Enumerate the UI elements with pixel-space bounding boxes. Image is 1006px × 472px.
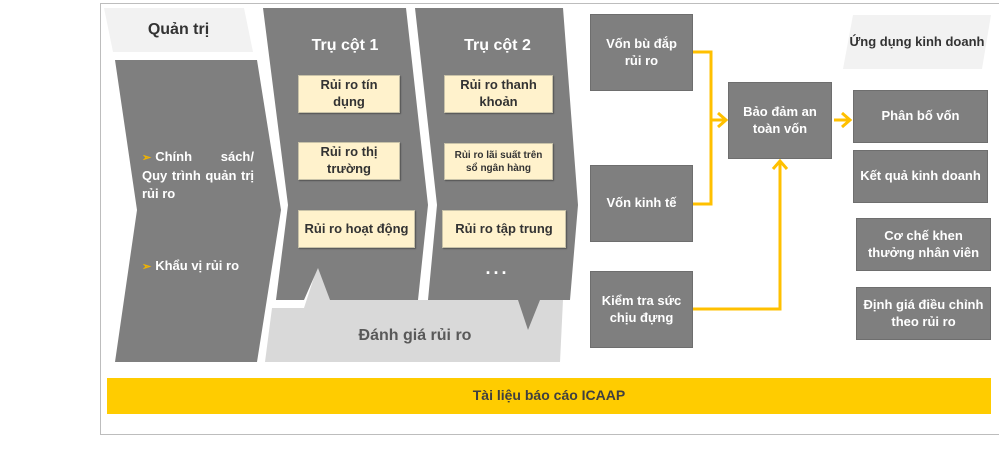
arrow-bullet-icon: ➢: [142, 261, 152, 273]
assessment-band: [265, 265, 563, 362]
connector-lines: [693, 50, 853, 311]
box-stress-test: Kiểm tra sức chịu đựng: [590, 271, 693, 348]
footer-bar: [107, 378, 991, 414]
box-compensation: Cơ chế khen thưởng nhân viên: [856, 218, 991, 271]
governance-title: Quản trị: [147, 21, 210, 38]
risk-concentration: Rủi ro tập trung: [442, 210, 566, 248]
governance-chevron: [115, 60, 281, 362]
risk-liquidity: Rủi ro thanh khoản: [444, 75, 553, 113]
pillar1-title: Trụ cột 1: [311, 37, 379, 54]
governance-bullet: ➢Khẩu vị rủi ro: [142, 257, 262, 276]
business-label-bg: [843, 15, 991, 69]
pillar2-title: Trụ cột 2: [464, 37, 531, 54]
box-capital-adequacy: Bảo đảm an toàn vốn: [728, 82, 832, 159]
bullet-text: Chính sách/ Quy trình quản trị rủi ro: [142, 149, 254, 201]
diagram-frame: [100, 3, 999, 435]
governance-bullet: ➢Chính sách/ Quy trình quản trị rủi ro: [142, 148, 254, 203]
risk-credit: Rủi ro tín dụng: [298, 75, 400, 113]
box-risk-adjusted-pricing: Định giá điều chỉnh theo rủi ro: [856, 287, 991, 340]
bullet-text: Khẩu vị rủi ro: [155, 258, 240, 273]
box-business-results: Kết quả kinh doanh: [853, 150, 988, 203]
risk-operational: Rủi ro hoạt động: [298, 210, 415, 248]
box-compensating-capital: Vốn bù đắp rủi ro: [590, 14, 693, 91]
business-title: Ứng dụng kinh doanh: [849, 33, 985, 49]
arrow-bullet-icon: ➢: [142, 152, 152, 164]
box-capital-allocation: Phân bố vốn: [853, 90, 988, 143]
risk-market: Rủi ro thị trường: [298, 142, 400, 180]
governance-label-bg: [104, 8, 253, 52]
footer-label: Tài liệu báo cáo ICAAP: [472, 387, 626, 404]
risk-interest-rate-banking-book: Rủi ro lãi suất trên sổ ngân hàng: [444, 143, 553, 180]
box-economic-capital: Vốn kinh tế: [590, 165, 693, 242]
assessment-label: Đánh giá rủi ro: [358, 327, 472, 344]
more-risks-ellipsis: ...: [485, 257, 510, 278]
